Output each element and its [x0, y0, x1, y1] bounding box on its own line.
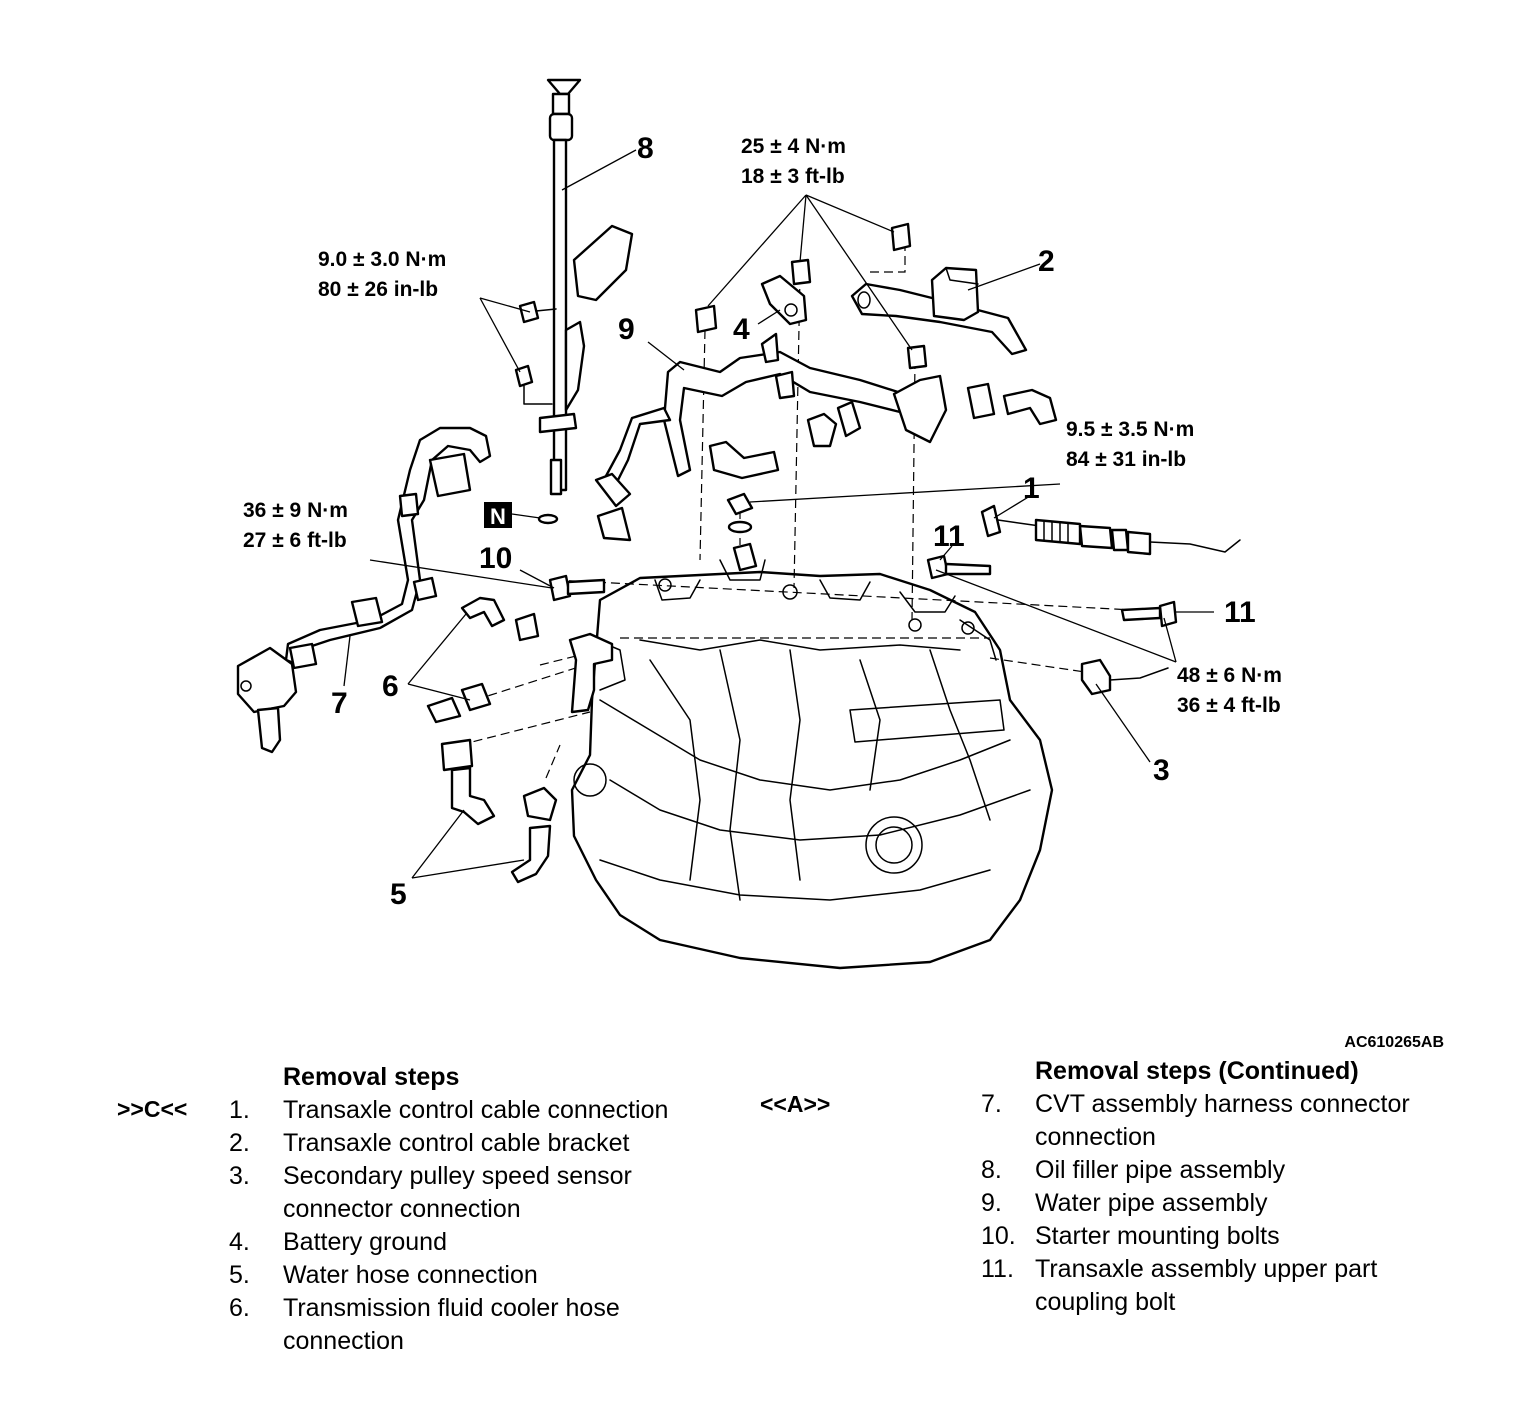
torque-9-5nm: 9.5 ± 3.5 N·m	[1066, 418, 1194, 441]
list-item: 11.Transaxle assembly upper part couplin…	[981, 1255, 1378, 1316]
cvt-harness	[236, 426, 492, 754]
oil-pipe-bolts	[514, 300, 557, 405]
upper-hoses	[594, 382, 1058, 542]
n-marker: N	[484, 502, 512, 529]
torque-specs: 25 ± 4 N·m 18 ± 3 ft-lb 9.0 ± 3.0 N·m 80…	[243, 135, 1282, 717]
top-bolts	[694, 222, 928, 370]
torque-25nm: 25 ± 4 N·m	[741, 135, 846, 158]
removal-steps-right: Removal steps (Continued) 7.CVT assembly…	[981, 1055, 1481, 1319]
list-item: 3.Secondary pulley speed sensor connecto…	[229, 1162, 632, 1223]
control-cable-bracket	[850, 266, 1028, 356]
list-item: 10.Starter mounting bolts	[981, 1222, 1280, 1250]
removal-steps-list-left: 1.Transaxle control cable connection 2.T…	[229, 1094, 729, 1358]
torque-36nm: 36 ± 9 N·m	[243, 499, 348, 522]
callout-5: 5	[390, 878, 407, 911]
list-item: 5.Water hose connection	[229, 1261, 538, 1289]
torque-27ftlb: 27 ± 6 ft-lb	[243, 529, 347, 552]
callout-10: 10	[479, 542, 512, 575]
cooler-hoses	[426, 596, 614, 724]
starter-bolt	[548, 574, 606, 602]
water-hoses	[440, 738, 558, 884]
list-item: 4.Battery ground	[229, 1228, 447, 1256]
callout-7: 7	[331, 687, 348, 720]
torque-84inlb: 84 ± 31 in-lb	[1066, 448, 1186, 471]
procedure-marker-c: >>C<<	[117, 1096, 188, 1122]
list-item: 2.Transaxle control cable bracket	[229, 1129, 630, 1157]
control-cable	[980, 504, 1241, 556]
list-item: 6.Transmission fluid cooler hose connect…	[229, 1294, 620, 1355]
speed-sensor-connector	[1080, 658, 1169, 696]
list-item: 9.Water pipe assembly	[981, 1189, 1268, 1217]
callout-6: 6	[382, 670, 399, 703]
torque-80inlb: 80 ± 26 in-lb	[318, 278, 438, 301]
list-item: 1.Transaxle control cable connection	[229, 1096, 669, 1124]
battery-ground	[760, 274, 808, 326]
torque-9nm: 9.0 ± 3.0 N·m	[318, 248, 446, 271]
removal-steps-list-right: 7.CVT assembly harness connector connect…	[981, 1088, 1481, 1319]
callout-4: 4	[733, 313, 750, 346]
removal-steps-continued-heading: Removal steps (Continued)	[1035, 1057, 1359, 1085]
leader-lines	[343, 149, 1214, 879]
water-pipe-assembly	[604, 332, 948, 482]
removal-steps-left: Removal steps 1.Transaxle control cable …	[229, 1061, 729, 1358]
torque-18ftlb: 18 ± 3 ft-lb	[741, 165, 845, 188]
removal-steps-heading: Removal steps	[283, 1063, 460, 1091]
callout-numbers: 1 2 3 4 5 6 7 8 9 10 11 11	[331, 132, 1256, 911]
exploded-view-diagram: N 1 2 3 4 5 6 7 8 9 10 11 11 25 ± 4 N·m …	[236, 78, 1444, 1051]
nut-and-washer	[726, 492, 758, 572]
alignment-lines	[459, 240, 1173, 779]
procedure-marker-a: <<A>>	[760, 1091, 831, 1117]
oil-filler-pipe-assembly	[537, 78, 634, 525]
torque-48nm: 48 ± 6 N·m	[1177, 664, 1282, 687]
callout-11-upper: 11	[933, 520, 965, 553]
list-item: 8.Oil filler pipe assembly	[981, 1156, 1286, 1184]
figure-code: AC610265AB	[1344, 1034, 1444, 1051]
callout-3: 3	[1153, 754, 1170, 787]
callout-9: 9	[618, 313, 635, 346]
callout-1: 1	[1023, 472, 1040, 505]
callout-8: 8	[637, 132, 654, 165]
callout-11-right: 11	[1224, 596, 1256, 629]
callout-2: 2	[1038, 245, 1055, 278]
transaxle-case	[570, 559, 1054, 970]
list-item: 7.CVT assembly harness connector connect…	[981, 1090, 1410, 1151]
n-mark-label: N	[490, 504, 506, 529]
torque-36ftlb: 36 ± 4 ft-lb	[1177, 694, 1281, 717]
